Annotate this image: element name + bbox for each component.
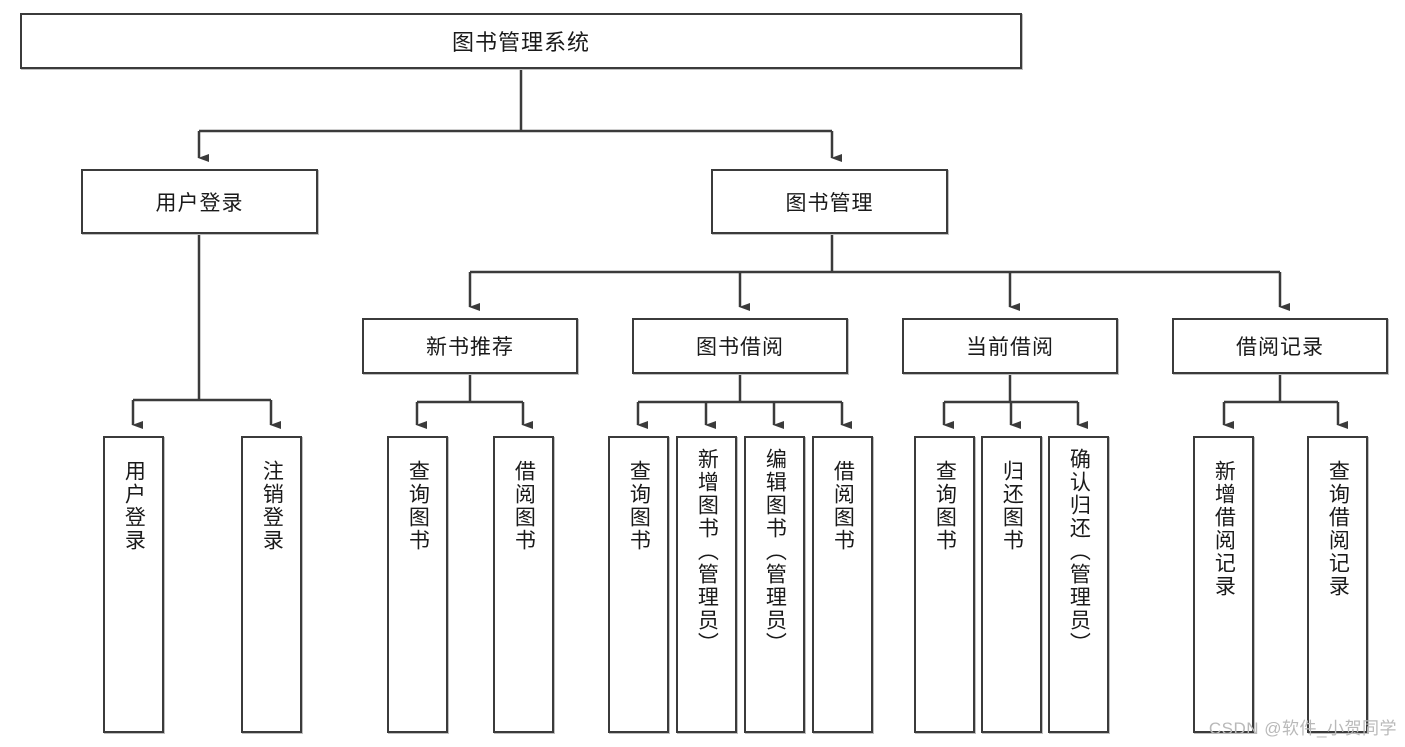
leaf-user-login-signin[interactable]: 用户登录 bbox=[103, 436, 164, 733]
watermark-text: CSDN @软件_小贺同学 bbox=[1208, 719, 1397, 738]
leaf-records-query-record[interactable]: 查询借阅记录 bbox=[1307, 436, 1368, 733]
node-label: 新增图书（管理员） bbox=[695, 448, 719, 655]
leaf-borrow-add-book[interactable]: 新增图书（管理员） bbox=[676, 436, 737, 733]
node-label: 图书管理 bbox=[785, 191, 874, 215]
node-label: 用户登录 bbox=[122, 460, 146, 552]
node-label: 查询图书 bbox=[933, 460, 957, 552]
node-borrow-records[interactable]: 借阅记录 bbox=[1172, 318, 1388, 374]
node-label: 当前借阅 bbox=[966, 336, 1054, 359]
node-label: 借阅图书 bbox=[831, 460, 855, 552]
node-label: 查询图书 bbox=[627, 460, 651, 552]
node-current-borrow[interactable]: 当前借阅 bbox=[902, 318, 1118, 374]
node-label: 图书借阅 bbox=[696, 336, 784, 359]
node-label: 借阅记录 bbox=[1236, 336, 1324, 359]
leaf-borrow-edit-book[interactable]: 编辑图书（管理员） bbox=[744, 436, 805, 733]
leaf-records-add-record[interactable]: 新增借阅记录 bbox=[1193, 436, 1254, 733]
node-label: 借阅图书 bbox=[512, 460, 536, 552]
node-user-login[interactable]: 用户登录 bbox=[81, 169, 318, 234]
leaf-current-return-book[interactable]: 归还图书 bbox=[981, 436, 1042, 733]
node-root-system[interactable]: 图书管理系统 bbox=[20, 13, 1022, 69]
node-label: 查询图书 bbox=[406, 460, 430, 552]
node-book-management[interactable]: 图书管理 bbox=[711, 169, 948, 234]
leaf-current-query-book[interactable]: 查询图书 bbox=[914, 436, 975, 733]
leaf-user-login-signout[interactable]: 注销登录 bbox=[241, 436, 302, 733]
node-label: 新书推荐 bbox=[426, 336, 514, 359]
node-label: 查询借阅记录 bbox=[1326, 460, 1350, 598]
leaf-new-book-query[interactable]: 查询图书 bbox=[387, 436, 448, 733]
node-label: 用户登录 bbox=[155, 191, 244, 215]
node-new-book-recommend[interactable]: 新书推荐 bbox=[362, 318, 578, 374]
leaf-current-confirm-return[interactable]: 确认归还（管理员） bbox=[1048, 436, 1109, 733]
node-label: 注销登录 bbox=[260, 460, 284, 552]
leaf-new-book-borrow[interactable]: 借阅图书 bbox=[493, 436, 554, 733]
node-book-borrow[interactable]: 图书借阅 bbox=[632, 318, 848, 374]
node-label: 图书管理系统 bbox=[451, 30, 590, 55]
node-label: 编辑图书（管理员） bbox=[763, 448, 787, 655]
node-label: 新增借阅记录 bbox=[1212, 460, 1236, 598]
node-label: 确认归还（管理员） bbox=[1067, 448, 1091, 655]
leaf-borrow-borrow-book[interactable]: 借阅图书 bbox=[812, 436, 873, 733]
node-label: 归还图书 bbox=[1000, 460, 1024, 552]
leaf-borrow-query-book[interactable]: 查询图书 bbox=[608, 436, 669, 733]
